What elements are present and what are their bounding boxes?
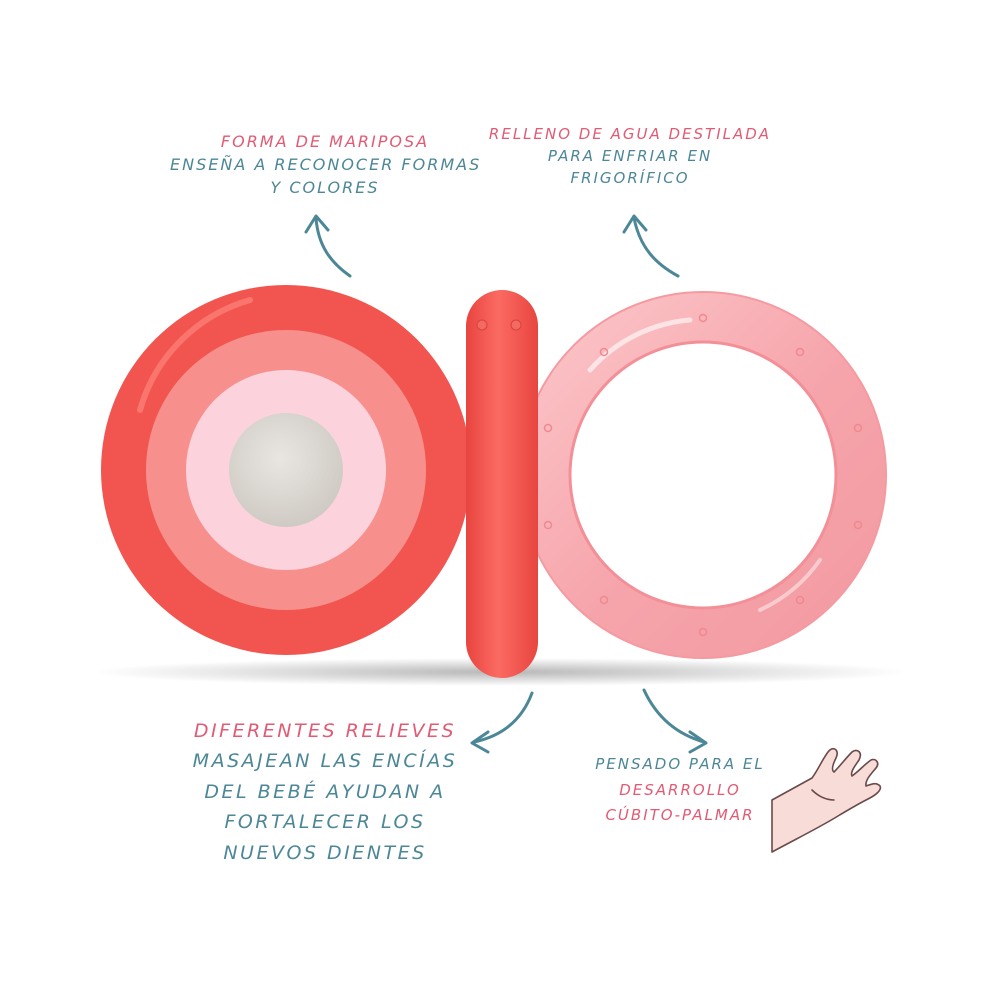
annotation-highlight: desarrollo [619,780,741,799]
annotation-water-filling: Relleno de agua destilada para enfriar e… [480,124,780,189]
bar-bump [510,319,522,331]
annotation-line: para enfriar en [547,146,713,165]
annotation-line: del bebé ayudan a [204,780,446,803]
annotation-line: enseña a reconocer formas [170,155,482,175]
butterfly-disc [101,285,471,655]
disc-center [229,413,343,527]
curved-arrow-icon [304,214,352,278]
ring-inner-edge [568,340,838,610]
annotation-line: frigorífico [570,168,690,187]
baby-hand-icon [771,747,882,853]
annotation-title: Forma de mariposa [220,132,430,151]
annotation-reliefs: Diferentes relieves masajean las encías … [180,716,470,868]
disc-highlight [137,297,253,413]
annotation-line: y colores [270,178,380,198]
annotation-title: Relleno de agua destilada [488,125,772,143]
ring-bumps [543,313,863,637]
bar-bump [476,319,488,331]
curved-arrow-icon [642,688,708,754]
ring-shine [587,317,693,373]
annotation-line: nuevos dientes [223,841,427,864]
annotation-ulnar-palmar: Pensado para el desarrollo cúbito-palmar [575,752,785,829]
water-filled-ring [519,291,887,659]
annotation-line: masajean las encías [192,750,458,773]
bar-body [466,290,538,678]
middle-bar [466,290,538,678]
annotation-line: Pensado para el [595,755,765,773]
ring-body [520,292,886,658]
annotation-title: Diferentes relieves [193,720,457,742]
annotation-highlight: cúbito-palmar [605,806,755,824]
ring-shine-lower [758,558,822,612]
curved-arrow-icon [622,214,680,278]
annotation-butterfly-shape: Forma de mariposa enseña a reconocer for… [170,130,480,200]
curved-arrow-icon [470,691,534,754]
annotation-line: fortalecer los [224,811,426,834]
